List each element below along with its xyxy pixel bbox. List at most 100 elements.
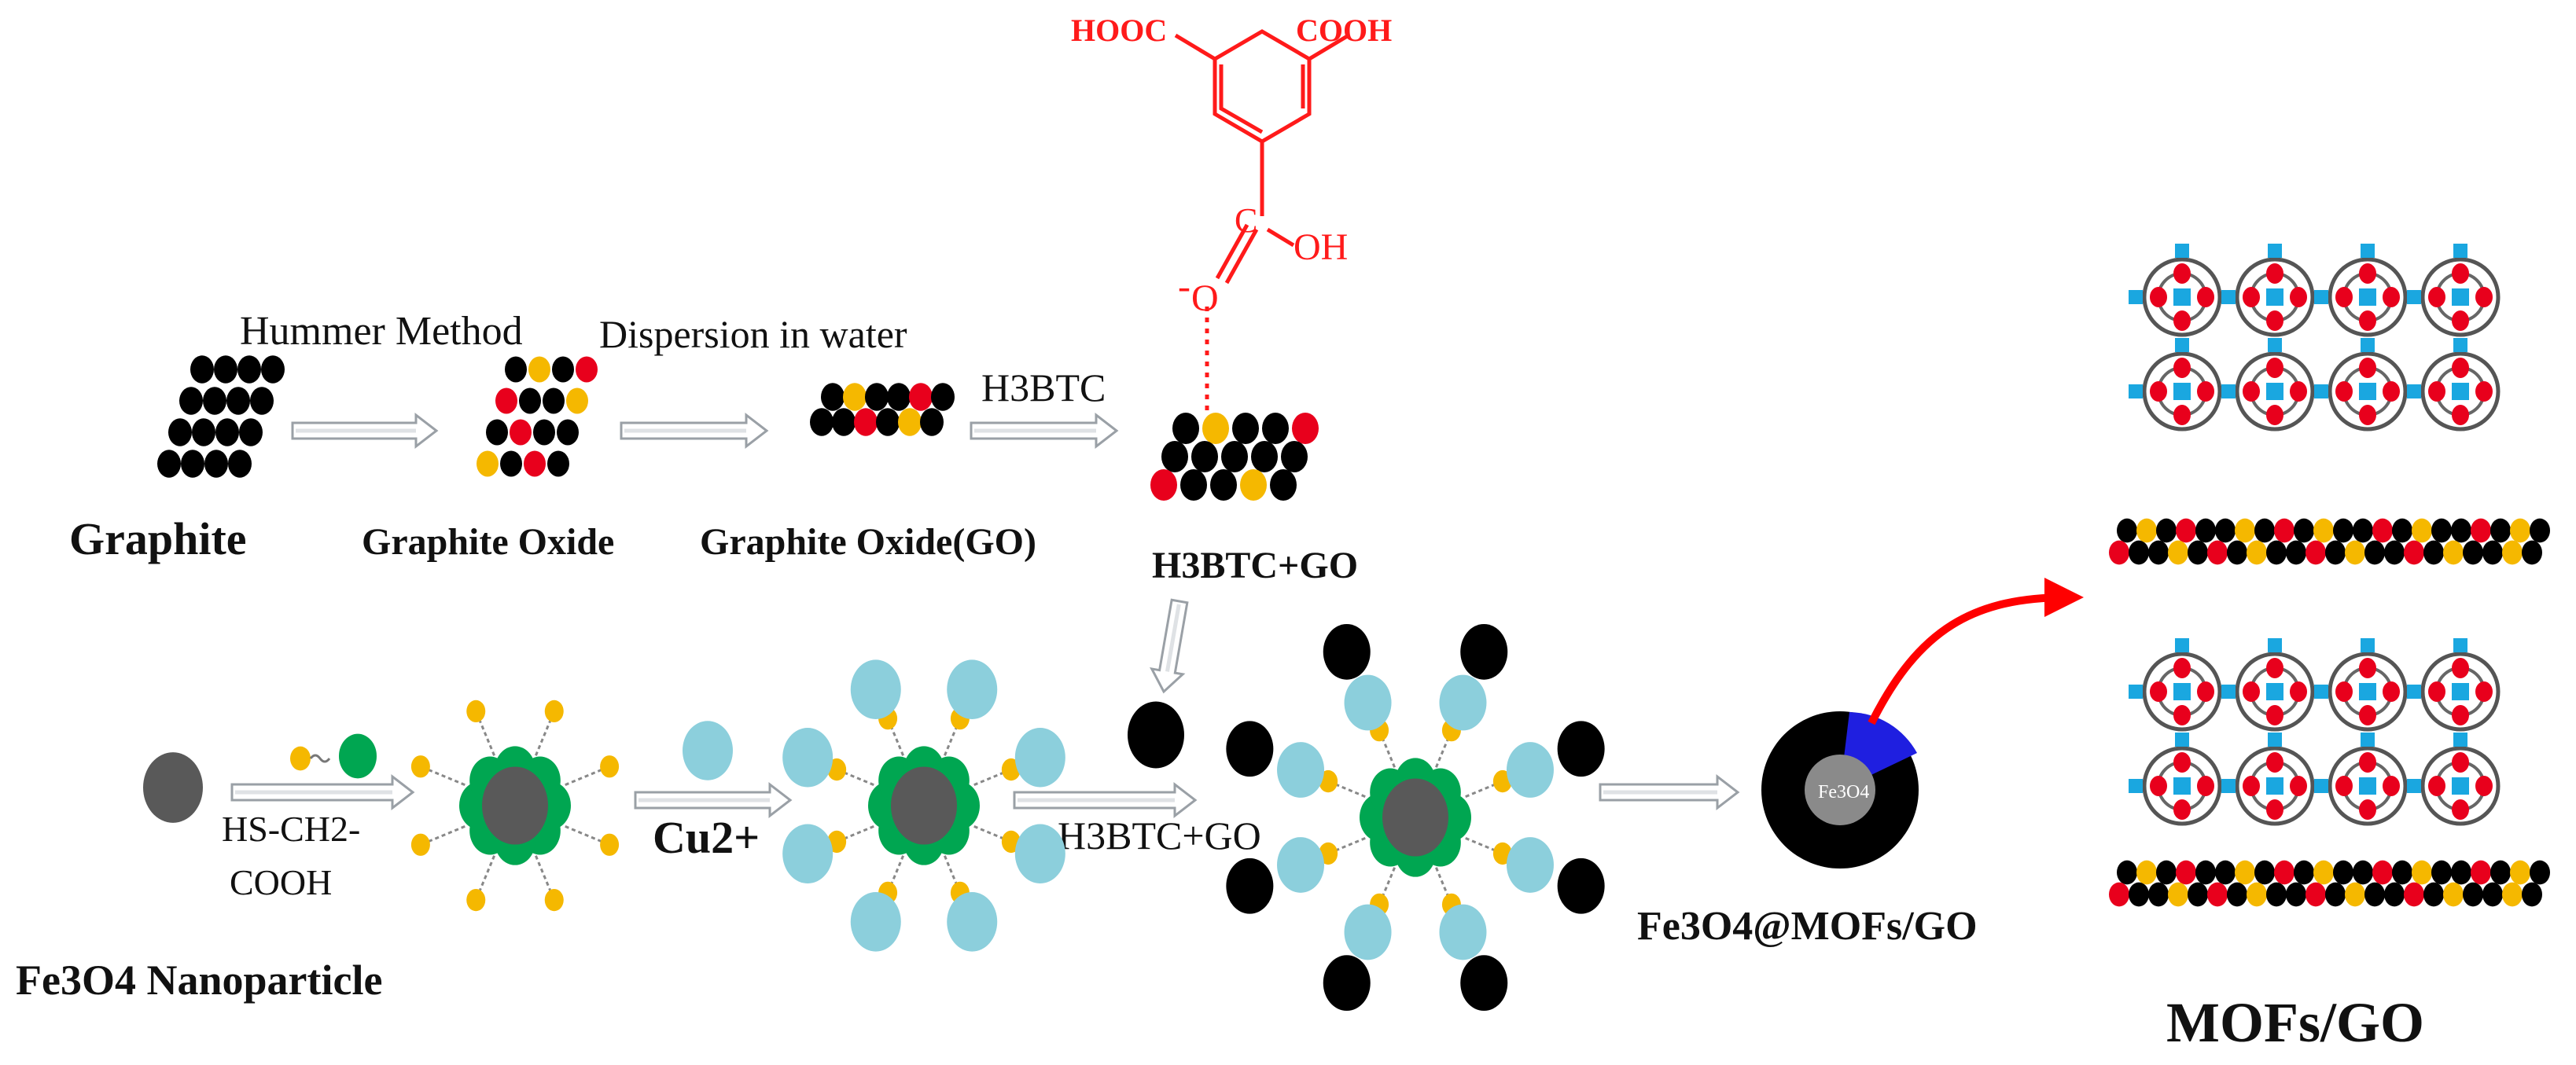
go-bead <box>931 383 955 411</box>
oxide-bead <box>500 450 522 477</box>
oxide-bead <box>477 450 499 477</box>
mof-oxygen <box>2290 381 2307 402</box>
fe3o4-mofs-go-label: Fe3O4@MOFs/GO <box>1637 904 1978 949</box>
mof-top-node <box>2268 733 2282 747</box>
mof-go-bead <box>2227 540 2247 565</box>
copper-bead <box>850 659 901 719</box>
graphite-oxide-go-label: Graphite Oxide(GO) <box>700 521 1036 563</box>
arrow-btc-assembly <box>1013 781 1198 819</box>
oxide-bead <box>524 450 546 477</box>
mof-cage-ring <box>2142 257 2222 337</box>
mof-go-bead <box>2188 882 2208 907</box>
mof-oxygen <box>2266 705 2283 725</box>
mof-go-bead <box>2274 860 2294 885</box>
mof-go-bead <box>2345 540 2365 565</box>
molecule-charge: - <box>1178 266 1190 307</box>
copper-bead <box>782 728 834 788</box>
graphite-bead <box>192 418 215 446</box>
mof-cage-ring <box>2420 257 2501 337</box>
graphite-bead <box>250 387 274 415</box>
mof-oxygen <box>2359 358 2376 378</box>
linker-arm <box>565 765 610 786</box>
mof-go-bead <box>2530 518 2550 543</box>
copper-bead <box>782 824 834 883</box>
copper-bead <box>1014 728 1065 788</box>
mof-oxygen <box>2197 287 2214 307</box>
oxide-bead <box>552 356 574 383</box>
graphite-bead <box>239 418 263 446</box>
graphite-bead <box>226 387 250 415</box>
graphite-bead <box>168 418 192 446</box>
go-particle <box>1128 701 1184 769</box>
mof-go-bead <box>2313 518 2334 543</box>
mof-copper-node <box>2266 683 2283 700</box>
mof-oxygen <box>2475 776 2493 796</box>
oxide-bead <box>528 356 550 383</box>
oxide-bead <box>533 419 555 446</box>
mof-go-bead <box>2530 860 2550 885</box>
mof-top-node <box>2175 338 2189 352</box>
mof-go-bead <box>2109 540 2129 565</box>
molecule-cooh: COOH <box>1296 13 1392 48</box>
mof-copper-node <box>2173 288 2191 306</box>
mof-go-bead <box>2353 518 2373 543</box>
go-bead <box>843 383 867 411</box>
go-bead <box>854 408 878 436</box>
mof-go-bead <box>2235 860 2255 885</box>
mof-go-bead <box>2148 882 2169 907</box>
mof-go-bead <box>2136 860 2157 885</box>
mof-cage-ring <box>2142 746 2222 826</box>
mof-cage-ring <box>2235 351 2315 432</box>
yellow-end <box>410 755 430 778</box>
yellow-end <box>410 833 430 856</box>
mof-oxygen <box>2150 776 2167 796</box>
btc-go-bead <box>1210 468 1237 501</box>
arrow-outline <box>1150 598 1189 694</box>
black-go-bead <box>1557 858 1605 914</box>
black-go-bead <box>1226 858 1274 914</box>
copper-bead <box>1344 674 1392 731</box>
btc-go-bead <box>1292 412 1319 445</box>
mof-oxygen <box>2335 776 2353 796</box>
mof-go-bead <box>2404 540 2424 565</box>
mof-go-bead <box>2168 882 2188 907</box>
copper-bead <box>1439 674 1487 731</box>
mof-oxygen <box>2266 405 2283 425</box>
mof-oxygen <box>2359 799 2376 820</box>
mof-go-bead <box>2490 860 2511 885</box>
mof-go-bead <box>2156 860 2177 885</box>
mof-cage-ring <box>2142 652 2222 732</box>
mof-top-node <box>2453 338 2467 352</box>
mof-oxygen <box>2266 310 2283 331</box>
mof-oxygen <box>2383 287 2400 307</box>
mof-go-bead <box>2364 882 2385 907</box>
linker-arm <box>565 825 610 846</box>
mof-go-bead <box>2423 882 2444 907</box>
h3btc-molecule <box>1174 29 1350 417</box>
go-bead <box>810 408 834 436</box>
mof-oxygen <box>2452 310 2469 331</box>
mof-top-node <box>2175 733 2189 747</box>
mof-cage-ring <box>2328 257 2408 337</box>
mof-copper-node <box>2173 383 2191 400</box>
mof-go-bead <box>2274 518 2294 543</box>
mof-oxygen <box>2335 681 2353 702</box>
mof-go-bead <box>2215 860 2236 885</box>
mof-cage-ring <box>2235 746 2315 826</box>
mof-copper-node <box>2359 288 2376 306</box>
mof-go-bead <box>2207 882 2228 907</box>
mof-oxygen <box>2173 405 2191 425</box>
btc-go-bead <box>1180 468 1207 501</box>
h3btc-go-top-label: H3BTC+GO <box>1152 545 1358 586</box>
mof-left-node <box>2221 290 2236 304</box>
mof-go-bead <box>2423 540 2444 565</box>
arrow-inner <box>1165 604 1181 672</box>
mof-cage-ring <box>2328 746 2408 826</box>
btc-go-bead <box>1281 440 1308 473</box>
black-go-bead <box>1557 721 1605 777</box>
mof-go-bead <box>2510 860 2530 885</box>
mof-cage-ring <box>2420 351 2501 432</box>
mof-go-bead <box>2148 540 2169 565</box>
mof-go-bead <box>2522 540 2542 565</box>
